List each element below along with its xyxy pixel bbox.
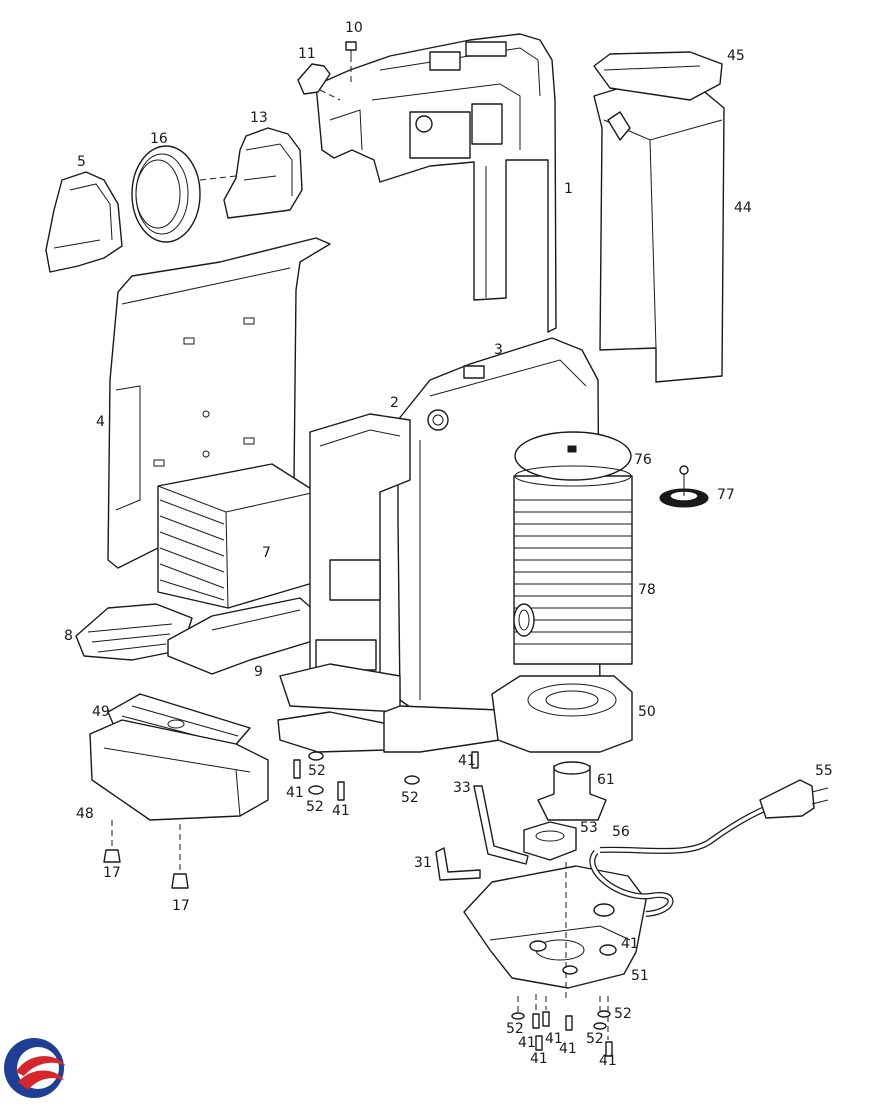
label-8: 8 — [64, 628, 73, 644]
part-61-pump — [537, 761, 607, 821]
label-41-d: 41 — [621, 936, 639, 952]
part-10-screw — [345, 41, 357, 86]
label-17-a: 17 — [103, 865, 121, 881]
screws-washers-bottom — [511, 994, 613, 1057]
label-41-a: 41 — [458, 753, 476, 769]
base-front-plate — [277, 663, 501, 753]
label-77: 77 — [717, 487, 735, 503]
label-41-h: 41 — [530, 1051, 548, 1067]
part-17-foot-left — [103, 849, 121, 863]
label-5: 5 — [77, 154, 86, 170]
part-1-top-frame — [315, 33, 557, 333]
label-16: 16 — [150, 131, 168, 147]
label-41-i: 41 — [599, 1053, 617, 1069]
label-52-b: 52 — [401, 790, 419, 806]
label-31: 31 — [414, 855, 432, 871]
label-48: 48 — [76, 806, 94, 822]
part-9-drip-tray — [167, 597, 317, 675]
label-78: 78 — [638, 582, 656, 598]
part-13-brew-unit-cover — [223, 127, 303, 219]
brand-logo — [4, 1038, 66, 1098]
label-53: 53 — [580, 820, 598, 836]
label-10: 10 — [345, 20, 363, 36]
label-33: 33 — [453, 780, 471, 796]
label-41-f: 41 — [518, 1035, 536, 1051]
label-51: 51 — [631, 968, 649, 984]
label-7: 7 — [262, 545, 271, 561]
label-52-e: 52 — [506, 1021, 524, 1037]
label-52-f: 52 — [586, 1031, 604, 1047]
label-45: 45 — [727, 48, 745, 64]
label-49: 49 — [92, 704, 110, 720]
part-48-drip-tray — [89, 719, 269, 870]
label-61: 61 — [597, 772, 615, 788]
part-78-milk-frother — [513, 431, 633, 665]
label-52-a: 52 — [308, 763, 326, 779]
label-52-d: 52 — [614, 1006, 632, 1022]
label-55: 55 — [815, 763, 833, 779]
part-7-capsule-container — [157, 463, 317, 609]
part-56-power-cable — [589, 799, 784, 917]
part-50-frother-base — [491, 675, 633, 753]
part-5-capsule-lid — [45, 171, 123, 273]
label-9: 9 — [254, 664, 263, 680]
label-2: 2 — [390, 395, 399, 411]
part-33-tube — [473, 785, 529, 865]
part-45-tank-lid — [593, 51, 723, 101]
label-1: 1 — [564, 181, 573, 197]
part-51-base-plate — [463, 862, 647, 1000]
screws-washers-front — [293, 751, 479, 801]
label-41-b: 41 — [286, 785, 304, 801]
label-17-b: 17 — [172, 898, 190, 914]
part-44-water-tank — [593, 87, 725, 383]
part-31-tube — [435, 847, 481, 881]
part-53-thermoblock — [523, 821, 577, 861]
label-41-c: 41 — [332, 803, 350, 819]
label-41-g: 41 — [559, 1041, 577, 1057]
label-50: 50 — [638, 704, 656, 720]
label-56: 56 — [612, 824, 630, 840]
label-4: 4 — [96, 414, 105, 430]
label-3: 3 — [494, 342, 503, 358]
label-11: 11 — [298, 46, 316, 62]
part-77-whisk — [659, 465, 709, 508]
part-17-foot-right — [171, 873, 189, 889]
part-16-ring — [131, 145, 237, 243]
label-52-c: 52 — [306, 799, 324, 815]
label-76: 76 — [634, 452, 652, 468]
part-2-frame-insert — [309, 413, 411, 691]
label-13: 13 — [250, 110, 268, 126]
part-55-power-plug — [759, 779, 829, 819]
part-11-clip — [297, 63, 341, 101]
label-41-e: 41 — [545, 1031, 563, 1047]
label-44: 44 — [734, 200, 752, 216]
